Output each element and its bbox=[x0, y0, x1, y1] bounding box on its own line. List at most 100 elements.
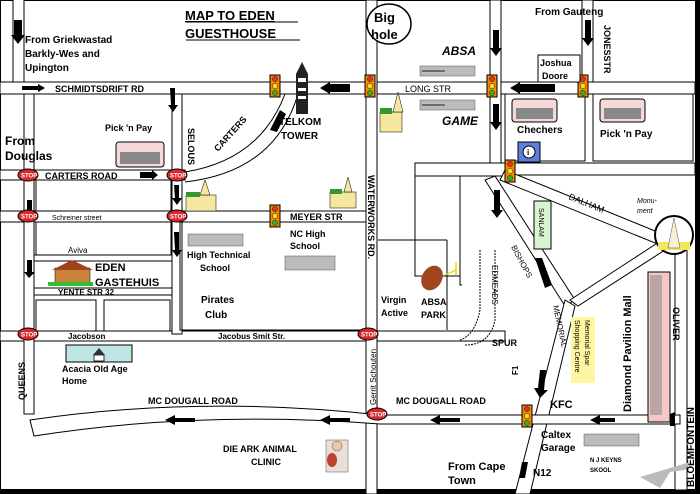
diamond-pavilion-label: Diamond Pavilion Mall bbox=[622, 295, 634, 412]
nj-keyns-line1: N J KEYNS bbox=[590, 458, 622, 464]
acacia-line1: Acacia Old Age bbox=[62, 364, 128, 374]
stop-sign-icon: STOP bbox=[166, 168, 188, 182]
block-yente-b bbox=[103, 299, 171, 332]
label-meyer: MEYER STR bbox=[290, 212, 343, 222]
road-mc-dougall bbox=[29, 405, 681, 437]
direction-arrows bbox=[11, 20, 675, 478]
from-douglas-line1: From bbox=[5, 134, 35, 148]
monument-line1: Monu- bbox=[637, 198, 658, 205]
church-icon bbox=[379, 91, 404, 133]
label-queens: QUEENS bbox=[17, 362, 27, 400]
stop-sign-text: STOP bbox=[370, 413, 386, 419]
game-building-icon bbox=[419, 99, 476, 111]
eden-line2: GASTEHUIS bbox=[95, 277, 159, 289]
nc-high-line1: NC High bbox=[290, 229, 326, 239]
arrow-left-icon bbox=[165, 415, 195, 425]
traffic-light-icon bbox=[269, 204, 281, 228]
school-building-icon bbox=[187, 233, 244, 247]
picknpay-east-label: Pick 'n Pay bbox=[600, 129, 653, 140]
stop-sign-text: STOP bbox=[170, 215, 186, 221]
arrow-diagonal-icon bbox=[270, 110, 286, 132]
sanlam-label: SANLAM bbox=[537, 208, 544, 237]
stop-sign-icon: STOP bbox=[366, 407, 388, 421]
die-ark-line1: DIE ARK ANIMAL bbox=[223, 444, 297, 454]
big-hole-circle bbox=[366, 3, 412, 45]
traffic-lights bbox=[269, 74, 589, 428]
label-selous: SELOUS bbox=[186, 128, 196, 165]
picknpay-west-label: Pick 'n Pay bbox=[105, 123, 152, 133]
arrow-up-icon bbox=[519, 462, 528, 478]
virgin-active-line2: Active bbox=[381, 308, 408, 318]
stop-sign-text: STOP bbox=[21, 215, 37, 221]
road-edmeads-inner bbox=[464, 250, 496, 346]
map-title-line1: MAP TO EDEN bbox=[185, 8, 275, 23]
from-cape-town-line2: Town bbox=[448, 475, 476, 487]
joshua-doore-line2: Doore bbox=[542, 71, 568, 81]
from-upington: Upington bbox=[25, 63, 69, 74]
telkom-tower-line1: TELKOM bbox=[279, 117, 321, 128]
school-building-icon bbox=[284, 255, 336, 271]
label-carters-road: CARTERS ROAD bbox=[45, 171, 118, 181]
arrow-down-icon bbox=[24, 260, 35, 278]
stop-sign-icon: STOP bbox=[17, 209, 39, 223]
vet-with-pets-icon bbox=[325, 439, 349, 473]
road-jacobson bbox=[0, 330, 506, 342]
road-carters-curve-inner bbox=[184, 93, 299, 183]
arrow-left-icon bbox=[590, 415, 615, 425]
airplane-icon bbox=[640, 462, 690, 488]
label-spur: SPUR bbox=[492, 338, 518, 348]
arrow-down-icon bbox=[490, 30, 502, 56]
label-aviva: Aviva bbox=[68, 246, 88, 255]
label-jacobus-smit: Jacobus Smit Str. bbox=[218, 332, 285, 341]
die-ark-line2: CLINIC bbox=[251, 457, 281, 467]
from-griekwastad: From Griekwastad bbox=[25, 35, 112, 46]
arrow-down-icon bbox=[11, 20, 25, 44]
game-label: GAME bbox=[442, 114, 479, 128]
absa-building-icon bbox=[419, 65, 476, 77]
from-cape-town-line1: From Cape bbox=[448, 461, 505, 473]
arrow-left-icon bbox=[430, 415, 460, 425]
arrow-down-icon bbox=[172, 232, 182, 257]
big-hole-line1: Big bbox=[374, 10, 395, 25]
telkom-tower-icon bbox=[296, 62, 308, 114]
map-title-line2: GUESTHOUSE bbox=[185, 26, 276, 41]
label-edmeads: EDMEADS bbox=[490, 265, 499, 305]
picknpay-east-store-icon bbox=[599, 98, 646, 123]
label-gerrit-schouten: Gerrit Schouten bbox=[369, 349, 378, 405]
arrow-down-icon bbox=[490, 104, 502, 130]
arrow-left-icon bbox=[510, 82, 555, 94]
arrow-down-icon bbox=[582, 20, 594, 46]
telkom-tower-line2: TOWER bbox=[281, 131, 319, 142]
label-jacobson: Jacobson bbox=[68, 332, 105, 341]
pirates-line1: Pirates bbox=[201, 295, 235, 306]
arrow-diagonal-icon bbox=[535, 258, 552, 288]
label-waterworks: WATERWORKS RD. bbox=[366, 175, 376, 259]
church-icon bbox=[329, 176, 357, 209]
label-oliver: OLIVER bbox=[671, 307, 681, 341]
absa-label: ABSA bbox=[441, 44, 476, 58]
block-yente-a bbox=[35, 299, 97, 332]
absa-park-line2: PARK bbox=[421, 310, 446, 320]
monument-icon bbox=[654, 215, 694, 255]
label-schmidtsdrift: SCHMIDTSDRIFT RD bbox=[55, 84, 144, 94]
caltex-line2: Garage bbox=[541, 443, 576, 454]
from-douglas-line2: Douglas bbox=[5, 149, 53, 163]
sanlam-box bbox=[533, 200, 552, 250]
arrow-left-icon bbox=[320, 82, 350, 94]
stop-sign-icon: STOP bbox=[357, 327, 379, 341]
mall-facade bbox=[650, 275, 662, 415]
memorial-spar-line1: Memorial Spar bbox=[583, 320, 590, 366]
traffic-light-icon bbox=[486, 74, 498, 98]
arrow-down-icon bbox=[534, 370, 548, 398]
label-schreiner: Schreiner street bbox=[52, 215, 101, 222]
arrow-left-icon bbox=[320, 415, 350, 425]
label-yente: YENTE STR 32 bbox=[58, 288, 115, 297]
map-bottom-bar bbox=[0, 489, 700, 494]
acacia-line2: Home bbox=[62, 376, 87, 386]
road-east-connector bbox=[414, 162, 696, 177]
nj-keyns-line2: SKOOL bbox=[590, 468, 612, 474]
map-right-bar bbox=[695, 0, 700, 494]
from-gauteng: From Gauteng bbox=[535, 7, 603, 18]
